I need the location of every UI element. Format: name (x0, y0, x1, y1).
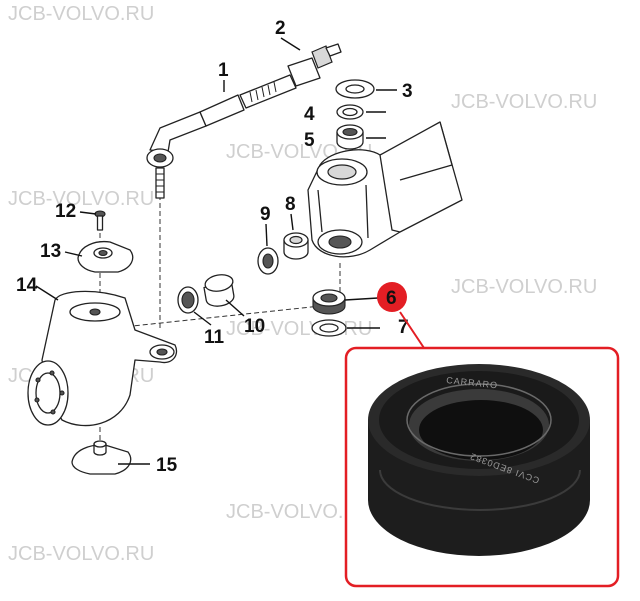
steering-knuckle-14 (27, 290, 178, 427)
tie-rod-ball-joint (239, 43, 342, 109)
seal-ring-11 (177, 286, 199, 314)
axle-housing (307, 121, 463, 258)
callout-labels: 1 2 3 4 5 7 8 9 10 11 12 13 14 15 (16, 18, 413, 476)
callout-leaders (35, 37, 397, 465)
bushing-8 (283, 232, 309, 260)
washer-4 (336, 104, 364, 120)
watermark-2: JCB-VOLVO.RU (451, 91, 597, 113)
kingpin-plate-13 (77, 240, 134, 273)
seal-ring-9 (257, 247, 279, 275)
callout-8: 8 (285, 194, 296, 215)
callout-3: 3 (402, 81, 413, 102)
callout-6: 6 (386, 288, 397, 309)
callout-11: 11 (204, 327, 225, 348)
callout-10: 10 (244, 316, 265, 337)
watermark-1: JCB-VOLVO.RU (8, 3, 154, 25)
watermark-10: JCB-VOLVO.RU (8, 543, 154, 565)
callout-13: 13 (40, 241, 61, 262)
screw-12 (94, 210, 106, 231)
watermark-5: JCB-VOLVO.RU (451, 276, 597, 298)
kingpin-plate-15 (71, 440, 132, 475)
tie-rod-end (146, 94, 245, 199)
washer-3 (335, 79, 375, 99)
callout-4: 4 (304, 104, 315, 125)
detail-inset: CARRARO CCVI 8ED0382 (344, 346, 620, 588)
callout-15: 15 (156, 455, 178, 476)
callout-1: 1 (218, 60, 229, 81)
callout-6-highlight: 6 (377, 282, 425, 349)
bearing-6-small (312, 289, 346, 315)
watermark-4: JCB-VOLVO.RU (8, 188, 154, 210)
callout-5: 5 (304, 130, 315, 151)
callout-12: 12 (55, 201, 76, 222)
callout-14: 14 (16, 275, 38, 296)
washer-7 (311, 319, 347, 337)
callout-7: 7 (398, 317, 409, 338)
bushing-10 (203, 274, 235, 307)
callout-9: 9 (260, 204, 271, 225)
bushing-5 (336, 124, 364, 150)
watermark-9: JCB-VOLVO.RU (226, 501, 372, 523)
callout-2: 2 (275, 18, 286, 39)
